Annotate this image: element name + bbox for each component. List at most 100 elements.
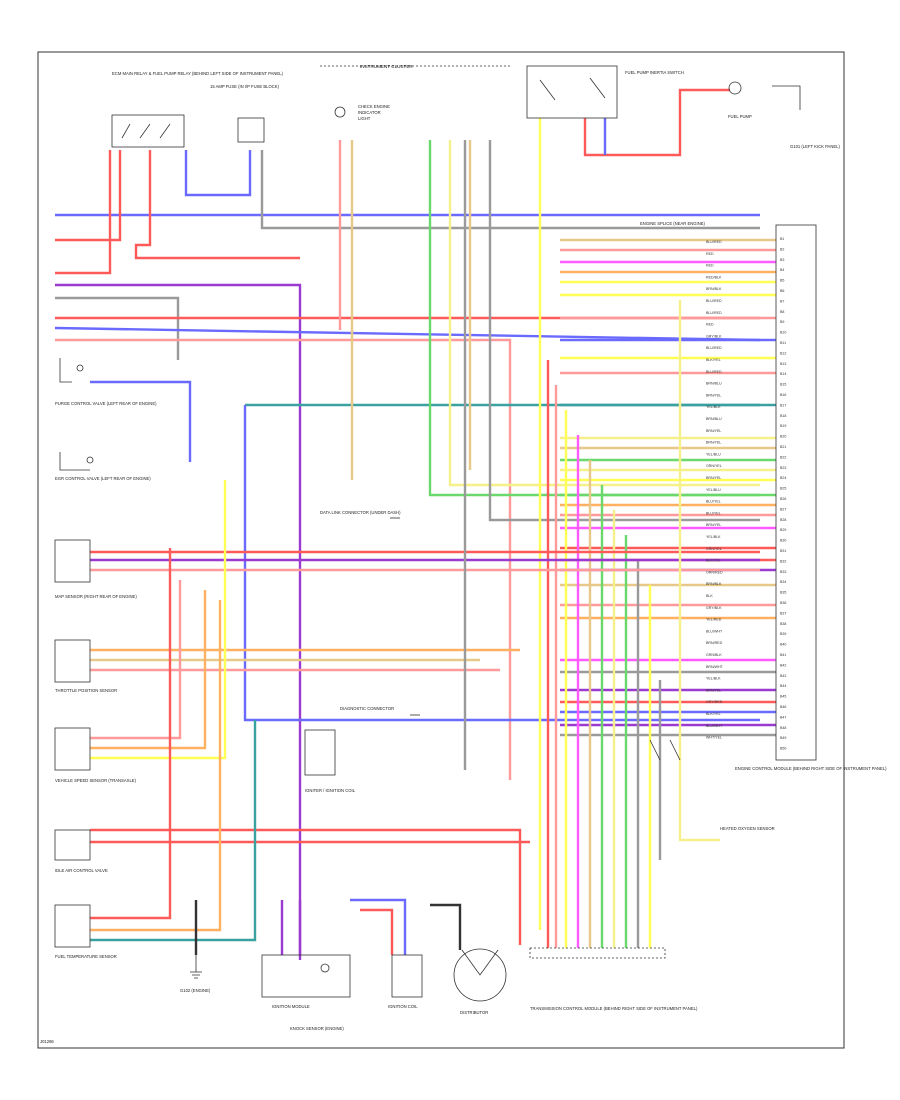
ecm-pin-label: B28 xyxy=(780,518,786,522)
idle-control-label: IDLE AIR CONTROL VALVE xyxy=(55,868,108,873)
wire-color-label: YEL/BLU xyxy=(706,452,721,456)
ecm-pin-label: B11 xyxy=(780,341,786,345)
ecm-pin-label: B17 xyxy=(780,403,786,407)
ecm-pin-label: B46 xyxy=(780,705,786,709)
wire-color-label: BRN/BLK xyxy=(706,582,722,586)
ecm-label: ENGINE CONTROL MODULE (BEHIND RIGHT SIDE… xyxy=(735,766,887,771)
wire-color-label: BRN/WHT xyxy=(706,665,724,669)
ecm-pin-label: B42 xyxy=(780,663,786,667)
wire-color-label: BLU/RED xyxy=(706,370,722,374)
engine-splice: ENGINE SPLICE (NEAR ENGINE) xyxy=(640,221,706,226)
ecm-pin-label: B14 xyxy=(780,372,786,376)
wire-fuel-temp-3 xyxy=(90,720,257,942)
ecm-pin-label: B48 xyxy=(780,726,786,730)
ecm-pin-label: B41 xyxy=(780,653,786,657)
ecm-main-relay-label: ECM MAIN RELAY & FUEL PUMP RELAY (BEHIND… xyxy=(112,71,284,76)
ecm-pin-label: B20 xyxy=(780,435,786,439)
ecm-pin-label: B43 xyxy=(780,674,786,678)
fuel-temp-sensor: FUEL TEMPERATURE SENSOR xyxy=(54,904,117,959)
ecm-pin-label: B21 xyxy=(780,445,786,449)
ecm-pin-label: B29 xyxy=(780,528,786,532)
ecm-main-relay: ECM MAIN RELAY & FUEL PUMP RELAY (BEHIND… xyxy=(111,71,284,148)
ecm-pin-label: B31 xyxy=(780,549,786,553)
ecm-pin-label: B27 xyxy=(780,507,786,511)
ecm-pin-label: B47 xyxy=(780,715,786,719)
ecm-pin-label: B33 xyxy=(780,570,786,574)
ecm-pin-label: B36 xyxy=(780,601,786,605)
wire-color-label: BRN/BLK xyxy=(706,287,722,291)
wire-color-label: ORN/YEL xyxy=(706,464,722,468)
ecm-pin-label: B12 xyxy=(780,351,786,355)
wire-color-label: YEL/RED xyxy=(706,618,722,622)
ecm-pin-label: B40 xyxy=(780,643,786,647)
ecm-pin-label: B39 xyxy=(780,632,786,636)
wire-color-label: ORN/RED xyxy=(706,570,723,574)
wire-blue-purge xyxy=(90,380,192,462)
ecm-pin-label: B7 xyxy=(780,299,784,303)
wire-color-label: BRN/YEL xyxy=(706,523,721,527)
data-link-label: DATA LINK CONNECTOR (UNDER DASH) xyxy=(320,510,401,515)
knock-ground-label: KNOCK SENSOR (ENGINE) xyxy=(290,1026,344,1031)
vss-label: VEHICLE SPEED SENSOR (TRANSAXLE) xyxy=(55,778,137,783)
components: ECM MAIN RELAY & FUEL PUMP RELAY (BEHIND… xyxy=(40,64,887,1044)
wire-color-label: RED xyxy=(706,264,714,268)
svg-text:LIGHT: LIGHT xyxy=(358,116,371,121)
wire-color-label: YEL/BLK xyxy=(706,405,721,409)
ecm-pin-label: B13 xyxy=(780,362,786,366)
egr-valve-label: EGR CONTROL VALVE (LEFT REAR OF ENGINE) xyxy=(55,476,151,481)
wire-color-label: BRN/YEL xyxy=(706,688,721,692)
ecm-pin-label: B15 xyxy=(780,383,786,387)
wires: BLU/REDREDREDRED/BLKBRN/BLKBLU/REDBLU/RE… xyxy=(54,88,776,960)
ecm-pin-label: B34 xyxy=(780,580,786,584)
ecm-pin-label: B30 xyxy=(780,539,786,543)
wire-color-label: GRY/RED xyxy=(706,700,723,704)
svg-text:IGNITION MODULE: IGNITION MODULE xyxy=(272,1004,310,1009)
ecm-pin-label: B32 xyxy=(780,559,786,563)
inertia-switch: FUEL PUMP INERTIA SWITCH xyxy=(526,65,684,119)
throttle-sensor-label: THROTTLE POSITION SENSOR xyxy=(55,688,117,693)
diag-connector-label: DIAGNOSTIC CONNECTOR xyxy=(340,706,394,711)
distributor-label: DISTRIBUTOR xyxy=(460,1010,488,1015)
map-sensor: MAP SENSOR (RIGHT REAR OF ENGINE) xyxy=(54,539,137,599)
diagram-id: J01286 xyxy=(40,1039,54,1044)
ecm-fuse: 15 AMP FUSE (IN I/P FUSE BLOCK) xyxy=(210,84,280,143)
wire-color-label: BRN/YEL xyxy=(706,476,721,480)
wire-color-label: GRN/BLK xyxy=(706,653,722,657)
wire-gray-fuse xyxy=(260,150,760,230)
wire-color-label: BLU/YEL xyxy=(706,500,721,504)
wire-fuel-temp-2 xyxy=(90,600,222,932)
ecm-pin-label: B37 xyxy=(780,611,786,615)
wire-vss-1 xyxy=(90,580,182,740)
wire-color-label: YEL/BLU xyxy=(706,488,721,492)
wire-color-label: BLU/RED xyxy=(706,240,722,244)
ecm-pin-label: B16 xyxy=(780,393,786,397)
wire-red-inertia xyxy=(583,88,730,157)
wire-red-drop xyxy=(134,150,300,260)
instrument-cluster-label: INSTRUMENT CLUSTER xyxy=(360,64,413,69)
oxygen-sensor: HEATED OXYGEN SENSOR xyxy=(649,739,775,831)
wire-ign-4 xyxy=(360,908,394,955)
wire-fuel-temp-1 xyxy=(90,548,172,920)
egr-valve: EGR CONTROL VALVE (LEFT REAR OF ENGINE) xyxy=(55,452,151,481)
ecm-pin-label: B9 xyxy=(780,320,784,324)
throttle-sensor: THROTTLE POSITION SENSOR xyxy=(54,639,117,693)
wire-color-label: BRN/BLU xyxy=(706,382,722,386)
ecm-pin-label: B2 xyxy=(780,247,784,251)
wire-color-label: BRN/YEL xyxy=(706,429,721,433)
inertia-switch-label: FUEL PUMP INERTIA SWITCH xyxy=(625,70,684,75)
diag-connector: DIAGNOSTIC CONNECTOR xyxy=(340,706,420,716)
oxygen-sensor-label: HEATED OXYGEN SENSOR xyxy=(720,826,775,831)
ecm-pin-label: B19 xyxy=(780,424,786,428)
wire-violet xyxy=(55,283,302,960)
wire-color-label: YEL/BLK xyxy=(706,677,721,681)
engine-splice-label: ENGINE SPLICE (NEAR ENGINE) xyxy=(640,221,706,226)
wire-color-label: YEL/BLK xyxy=(706,535,721,539)
purge-valve-label: PURGE CONTROL VALVE (LEFT REAR OF ENGINE… xyxy=(55,401,157,406)
vss: VEHICLE SPEED SENSOR (TRANSAXLE) xyxy=(54,727,137,783)
wire-color-label: RED xyxy=(706,252,714,256)
wire-color-label: GRY/BLK xyxy=(706,606,722,610)
wire-color-label: BLU/YEL xyxy=(706,511,721,515)
wire-color-label: WHT/YEL xyxy=(706,736,722,740)
purge-valve: PURGE CONTROL VALVE (LEFT REAR OF ENGINE… xyxy=(55,358,157,406)
igniter: IGNITER / IGNITION COIL xyxy=(304,729,356,793)
